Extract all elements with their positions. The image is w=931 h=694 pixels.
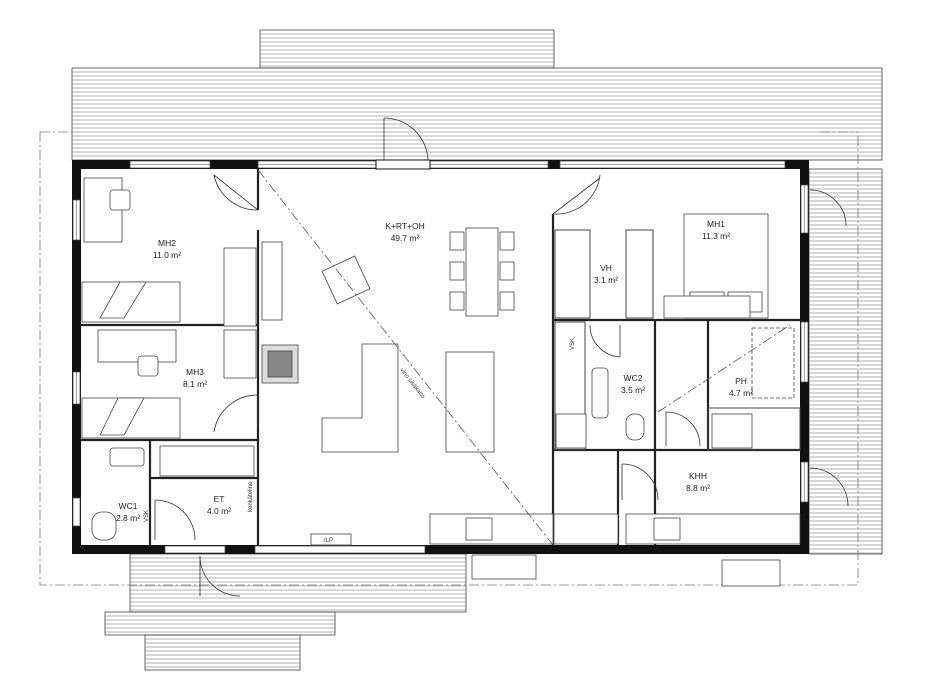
sloped-ceiling-lines xyxy=(257,169,791,546)
sloped-ceiling-label: vino sisäkatto xyxy=(398,368,426,401)
balcony-door xyxy=(375,159,431,170)
room-area-krtoh: 49.7 m² xyxy=(391,233,420,243)
room-name-mh1: MH1 xyxy=(707,219,725,229)
room-name-khh: KHH xyxy=(689,471,707,481)
wc1-vsk-label: VSK xyxy=(144,510,150,522)
room-name-wc2: WC2 xyxy=(624,373,643,383)
room-name-et: ET xyxy=(214,494,225,504)
room-area-ph: 4.7 m² xyxy=(729,388,753,398)
room-area-wc2: 3.5 m² xyxy=(621,385,645,395)
room-area-vh: 3.1 m² xyxy=(594,275,618,285)
window-glass-lines xyxy=(76,164,805,502)
ilp-unit xyxy=(310,533,352,546)
shoe-rack-label: kenkäteline xyxy=(248,481,254,512)
wc2-vsk-label: VSK xyxy=(570,338,576,350)
door-swings xyxy=(154,117,849,597)
room-name-mh2: MH2 xyxy=(158,238,176,248)
room-area-et: 4.0 m² xyxy=(207,506,231,516)
room-area-wc1: 2.8 m² xyxy=(116,513,140,523)
furniture xyxy=(81,177,801,587)
terrace-decks xyxy=(71,29,883,671)
ilp-label: ILP xyxy=(324,538,333,544)
room-name-vh: VH xyxy=(600,263,612,273)
room-area-mh2: 11.0 m² xyxy=(153,250,181,260)
room-area-khh: 8.8 m² xyxy=(686,483,710,493)
roof-outline xyxy=(39,131,859,586)
room-name-mh3: MH3 xyxy=(186,367,204,377)
room-name-wc1: WC1 xyxy=(119,501,138,511)
room-name-ph: PH xyxy=(735,376,747,386)
partitions xyxy=(554,229,801,451)
room-area-mh1: 11.3 m² xyxy=(702,231,730,241)
room-name-krtoh: K+RT+OH xyxy=(385,221,425,231)
room-area-mh3: 8.1 m² xyxy=(183,379,207,389)
room-labels: MH2 11.0 m² K+RT+OH 49.7 m² VH 3.1 m² MH… xyxy=(116,219,753,523)
